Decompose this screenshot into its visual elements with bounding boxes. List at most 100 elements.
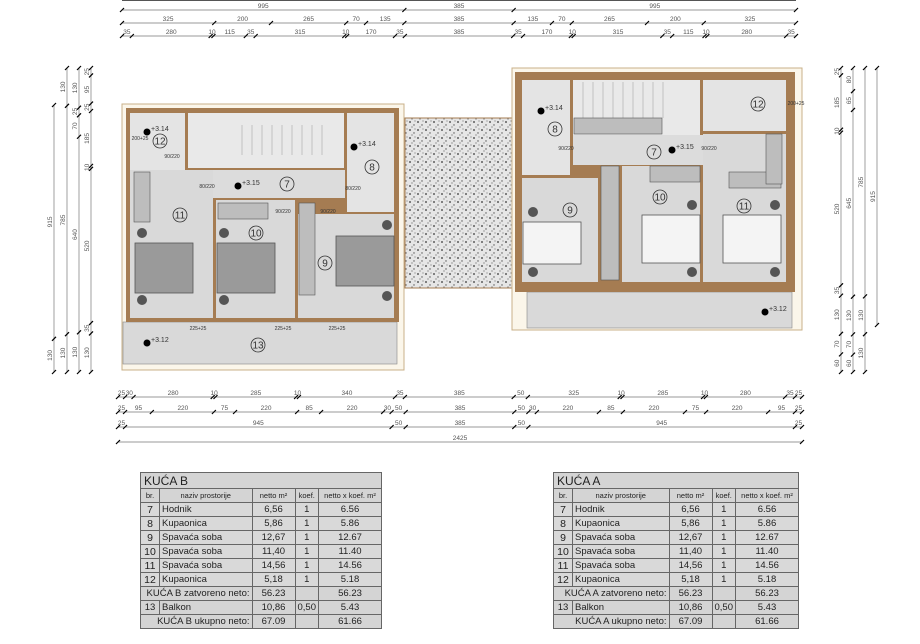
dimension-tick (520, 33, 526, 39)
dimension-label: 135 (380, 16, 391, 23)
dimension-tick (389, 409, 395, 415)
dimension-label: 130 (834, 309, 841, 320)
dimension-tick (838, 331, 844, 337)
header-netto-koef: netto x koef. m² (735, 488, 799, 503)
dimension-tick (799, 439, 805, 445)
dimension-label: 35 (123, 29, 131, 36)
room-number: 12 (553, 572, 573, 587)
total-total: 61.66 (735, 614, 799, 629)
balcony-netto: 10,86 (251, 600, 296, 615)
dimension-label: 25 (795, 390, 803, 397)
weighted-area: 5.18 (735, 572, 799, 587)
dimension-label: 285 (250, 390, 261, 397)
netto-area: 5,86 (251, 516, 296, 531)
weighted-area: 5.18 (318, 572, 382, 587)
dimension-label: 70 (834, 340, 841, 348)
dimension-tick (862, 369, 868, 375)
dimension-label: 115 (683, 29, 694, 36)
coefficient: 1 (294, 558, 319, 573)
room-number: 12 (752, 100, 764, 111)
dimension-tick (268, 20, 274, 26)
dimension-tick (838, 72, 844, 78)
header-netto: netto m² (251, 488, 296, 503)
dimension-label: 220 (648, 405, 659, 412)
weighted-area: 14.56 (318, 558, 382, 573)
level-marker-icon (143, 128, 151, 136)
dimension-tick (243, 33, 249, 39)
dimension-tick (402, 394, 408, 400)
door-size-label: 200+25 (788, 101, 805, 107)
dimension-tick (862, 331, 868, 337)
dimension-label: 50 (518, 405, 526, 412)
dimension-tick (792, 394, 798, 400)
dimension-tick (293, 394, 299, 400)
balcony-13 (526, 291, 793, 329)
dimension-tick (792, 409, 798, 415)
total-label: KUĆA B ukupno neto: (140, 614, 253, 629)
dimension-label: 200 (670, 16, 681, 23)
dimension-label: 10 (84, 163, 91, 171)
weighted-area: 12.67 (735, 530, 799, 545)
room-number: 9 (322, 259, 328, 270)
dimension-label: 25 (84, 103, 91, 111)
room-number: 11 (739, 202, 750, 213)
dimension-tick (838, 127, 844, 133)
wardrobe (600, 165, 620, 281)
dimension-label: 220 (732, 405, 743, 412)
dimension-tick (64, 103, 70, 109)
dimension-tick (569, 20, 575, 26)
dimension-tick (88, 101, 94, 107)
closed-label: KUĆA B zatvoreno neto: (140, 586, 253, 601)
dimension-label: 50 (517, 390, 525, 397)
dimension-label: 70 (558, 16, 566, 23)
dimension-label: 315 (295, 29, 306, 36)
dimension-tick (850, 65, 856, 71)
dimension-label: 35 (84, 324, 91, 332)
dimension-tick (211, 33, 216, 39)
table-title: KUĆA B (140, 472, 382, 489)
dimension-tick (380, 409, 386, 415)
dimension-tick (253, 33, 259, 39)
room-name: Kupaonica (572, 572, 670, 587)
netto-area: 5,18 (251, 572, 296, 587)
level-label: +3.14 (358, 141, 376, 148)
dimension-label: 945 (253, 420, 264, 427)
room-number-circle (152, 133, 168, 149)
level-marker-icon (350, 143, 358, 151)
dimension-tick (51, 102, 57, 108)
dimension-label: 70 (353, 16, 361, 23)
header-naziv: naziv prostorije (572, 488, 670, 503)
dimension-label: 50 (395, 405, 403, 412)
dimension-tick (862, 65, 868, 71)
dimension-label: 785 (858, 176, 865, 187)
netto-area: 12,67 (251, 530, 296, 545)
dimension-label: 520 (84, 240, 91, 251)
dimension-tick (782, 394, 788, 400)
room-number-circle (172, 207, 188, 223)
dimension-tick (793, 7, 799, 13)
dimension-tick (119, 7, 125, 13)
header-naziv: naziv prostorije (159, 488, 253, 503)
dimension-tick (211, 20, 217, 26)
dimension-label: 10 (210, 390, 218, 397)
room-name: Hodnik (572, 502, 670, 517)
dimension-tick (838, 282, 844, 288)
dimension-label: 220 (347, 405, 358, 412)
dimension-label: 10 (617, 390, 625, 397)
dimension-label: 30 (126, 390, 134, 397)
dimension-tick (793, 20, 799, 26)
dimension-tick (344, 33, 350, 39)
coefficient: 1 (711, 530, 736, 545)
room-number-circle (317, 255, 333, 271)
dimension-tick (88, 108, 94, 114)
bed (522, 221, 582, 265)
netto-area: 14,56 (668, 558, 713, 573)
